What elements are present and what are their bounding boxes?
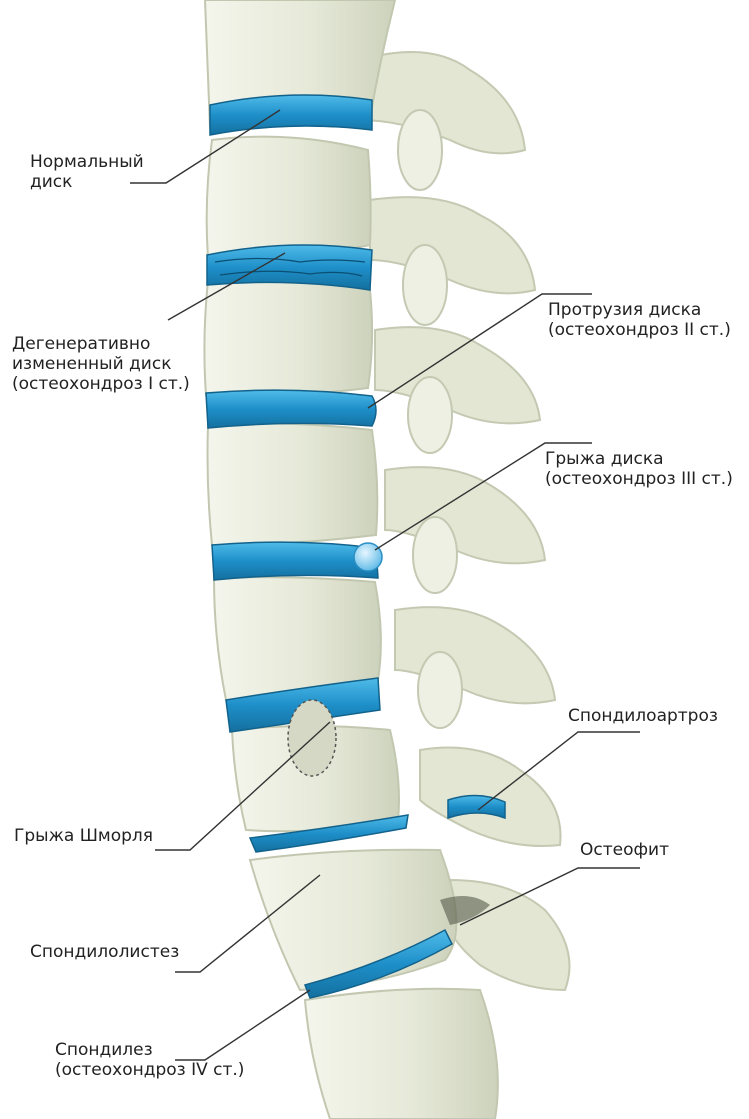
label-spondylosis: Спондилез (остеохондроз IV ст.)	[55, 1040, 244, 1080]
label-osteophyte: Остеофит	[580, 840, 669, 860]
hernia-bulge	[354, 543, 382, 571]
disc-normal	[210, 95, 372, 135]
disc-protrusion	[206, 390, 376, 428]
label-hernia: Грыжа диска (остеохондроз III ст.)	[545, 449, 733, 489]
label-schmorl: Грыжа Шморля	[14, 826, 153, 846]
label-degenerative-disc: Дегенеративно измененный диск (остеохонд…	[12, 334, 190, 394]
label-spondyloarthrosis: Спондилоартроз	[568, 706, 718, 726]
disc-hernia	[212, 542, 378, 580]
label-spondylolisthesis: Спондилолистез	[30, 942, 179, 962]
label-normal-disc: Нормальный диск	[30, 152, 144, 192]
label-protrusion: Протрузия диска (остеохондроз II ст.)	[548, 300, 731, 340]
